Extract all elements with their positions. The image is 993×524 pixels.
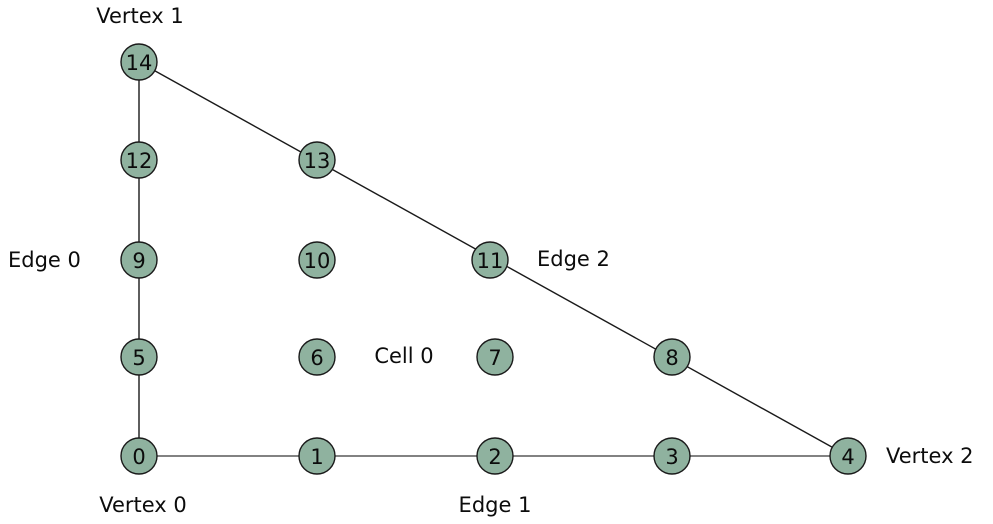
mesh-node-11[interactable]: 11 xyxy=(471,241,509,279)
edge-2-label: Edge 2 xyxy=(537,247,610,271)
node-circle-12[interactable] xyxy=(120,141,158,179)
node-label-5: 5 xyxy=(132,346,145,370)
mesh-node-4[interactable]: 4 xyxy=(829,437,867,475)
mesh-node-5[interactable]: 5 xyxy=(120,338,158,376)
node-label-0: 0 xyxy=(132,445,145,469)
edge-1-label: Edge 1 xyxy=(459,493,532,517)
mesh-node-10[interactable]: 10 xyxy=(298,241,336,279)
mesh-node-14[interactable]: 14 xyxy=(120,43,158,81)
node-circle-8[interactable] xyxy=(653,338,691,376)
mesh-node-9[interactable]: 9 xyxy=(120,241,158,279)
node-circle-14[interactable] xyxy=(120,43,158,81)
mesh-node-12[interactable]: 12 xyxy=(120,141,158,179)
node-label-7: 7 xyxy=(488,346,501,370)
node-circle-6[interactable] xyxy=(298,338,336,376)
node-circle-0[interactable] xyxy=(120,437,158,475)
edge-0-label: Edge 0 xyxy=(8,248,81,272)
node-label-8: 8 xyxy=(665,346,678,370)
mesh-node-6[interactable]: 6 xyxy=(298,338,336,376)
annotations-layer: Vertex 1 Edge 0 Edge 2 Cell 0 Vertex 2 Vertex… xyxy=(8,4,974,517)
node-label-6: 6 xyxy=(310,346,323,370)
node-circle-3[interactable] xyxy=(653,437,691,475)
node-label-14: 14 xyxy=(126,51,153,75)
mesh-node-7[interactable]: 7 xyxy=(476,338,514,376)
node-label-3: 3 xyxy=(665,445,678,469)
node-circle-9[interactable] xyxy=(120,241,158,279)
vertex-2-label: Vertex 2 xyxy=(886,444,974,468)
node-label-10: 10 xyxy=(304,249,331,273)
node-label-9: 9 xyxy=(132,249,145,273)
vertex-1-label: Vertex 1 xyxy=(96,4,184,28)
node-label-12: 12 xyxy=(126,149,153,173)
mesh-node-8[interactable]: 8 xyxy=(653,338,691,376)
cell-0-label: Cell 0 xyxy=(374,344,433,368)
node-label-13: 13 xyxy=(304,149,331,173)
node-circle-13[interactable] xyxy=(298,141,336,179)
node-circle-4[interactable] xyxy=(829,437,867,475)
mesh-node-0[interactable]: 0 xyxy=(120,437,158,475)
node-circle-2[interactable] xyxy=(476,437,514,475)
node-label-11: 11 xyxy=(477,249,504,273)
node-label-2: 2 xyxy=(488,445,501,469)
node-circle-1[interactable] xyxy=(298,437,336,475)
mesh-node-2[interactable]: 2 xyxy=(476,437,514,475)
mesh-node-13[interactable]: 13 xyxy=(298,141,336,179)
node-circle-11[interactable] xyxy=(471,241,509,279)
node-label-1: 1 xyxy=(310,445,323,469)
mesh-node-3[interactable]: 3 xyxy=(653,437,691,475)
node-circle-10[interactable] xyxy=(298,241,336,279)
node-label-4: 4 xyxy=(841,445,854,469)
vertex-0-label: Vertex 0 xyxy=(99,493,187,517)
mesh-node-1[interactable]: 1 xyxy=(298,437,336,475)
node-circle-7[interactable] xyxy=(476,338,514,376)
node-circle-5[interactable] xyxy=(120,338,158,376)
